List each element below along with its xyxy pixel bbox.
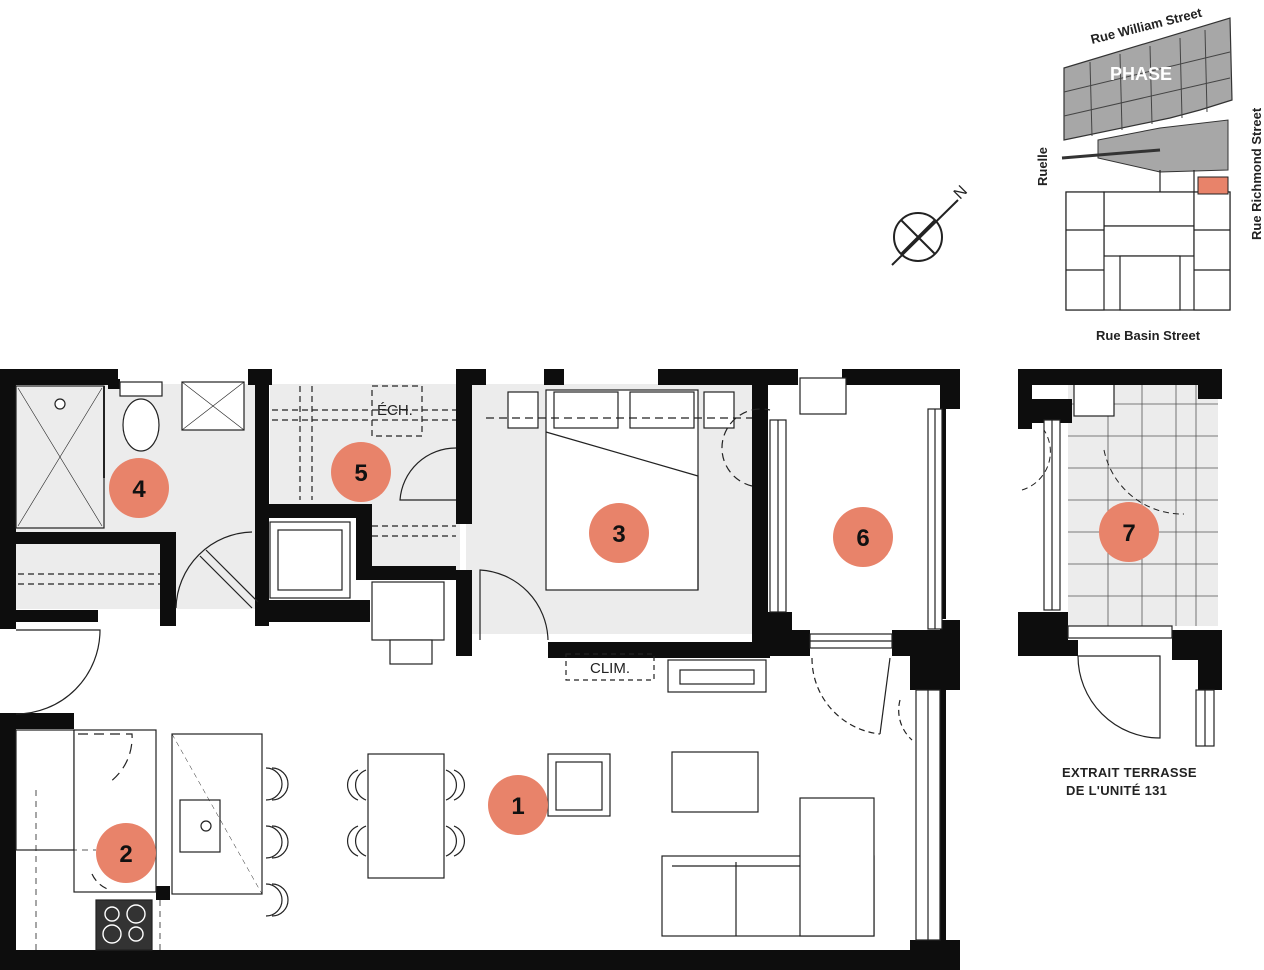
- desk-chair: [389, 639, 433, 665]
- armchair: [547, 753, 611, 817]
- room-marker-6: 6: [833, 507, 893, 567]
- bedroom-door: [479, 569, 549, 641]
- coffee-table: [671, 751, 759, 813]
- key-plan: PHASE Rue William Street Rue Richmond St…: [1035, 5, 1264, 343]
- svg-text:7: 7: [1122, 520, 1135, 547]
- street-bottom: Rue Basin Street: [1096, 328, 1201, 343]
- key-plan-phase-building: [1063, 17, 1233, 141]
- key-plan-phase-label: PHASE: [1110, 64, 1172, 84]
- svg-text:5: 5: [354, 460, 367, 487]
- kitchen-sink: [179, 799, 221, 853]
- sofa: [661, 797, 875, 937]
- clim-label: CLIM.: [590, 660, 630, 677]
- north-arrow-icon: [891, 199, 959, 266]
- bath-door: [175, 531, 253, 609]
- shower-head-icon: [54, 398, 66, 410]
- bar-stools: [265, 767, 289, 917]
- room-marker-3: 3: [589, 503, 649, 563]
- room-marker-4: 4: [109, 458, 169, 518]
- toilet-tank: [119, 381, 163, 397]
- kitchen-counter: [15, 729, 75, 851]
- water-heater: [371, 385, 423, 437]
- compass-letter: N: [951, 183, 971, 203]
- svg-text:3: 3: [612, 521, 625, 548]
- stove: [95, 899, 153, 951]
- ech-label: ÉCH.: [377, 402, 413, 419]
- laundry-door: [399, 447, 457, 501]
- washer-dryer: [269, 521, 351, 599]
- room-marker-5: 5: [331, 442, 391, 502]
- key-plan-middle-building: [1097, 119, 1229, 173]
- street-right: Rue Richmond Street: [1249, 107, 1264, 240]
- terrace-extract: [1018, 369, 1222, 747]
- desk: [371, 581, 445, 641]
- svg-text:1: 1: [511, 793, 524, 820]
- terrace-caption-line1: EXTRAIT TERRASSE: [1062, 765, 1197, 780]
- walls: [0, 369, 960, 970]
- svg-text:4: 4: [132, 476, 146, 503]
- dining-table: [367, 753, 445, 879]
- street-left: Ruelle: [1035, 147, 1050, 186]
- closet-stool: [799, 377, 847, 415]
- entry-door: [15, 629, 101, 715]
- room-marker-7: 7: [1099, 502, 1159, 562]
- windows: [769, 408, 943, 941]
- doors: [15, 408, 913, 891]
- room-markers: 1 2 3 4 5 6 7: [96, 442, 1159, 883]
- toilet-bowl: [122, 398, 160, 452]
- room-marker-2: 2: [96, 823, 156, 883]
- closet-door: [811, 657, 881, 735]
- dining-chairs: [346, 769, 466, 857]
- svg-text:2: 2: [119, 841, 132, 868]
- key-plan-lower-building: [1065, 170, 1231, 311]
- key-plan-highlighted-unit: [1197, 176, 1229, 195]
- terrace-caption-line2: DE L'UNITÉ 131: [1066, 783, 1167, 798]
- fixtures: [15, 377, 875, 951]
- room-marker-1: 1: [488, 775, 548, 835]
- ac-unit: [565, 653, 655, 681]
- svg-text:6: 6: [856, 525, 869, 552]
